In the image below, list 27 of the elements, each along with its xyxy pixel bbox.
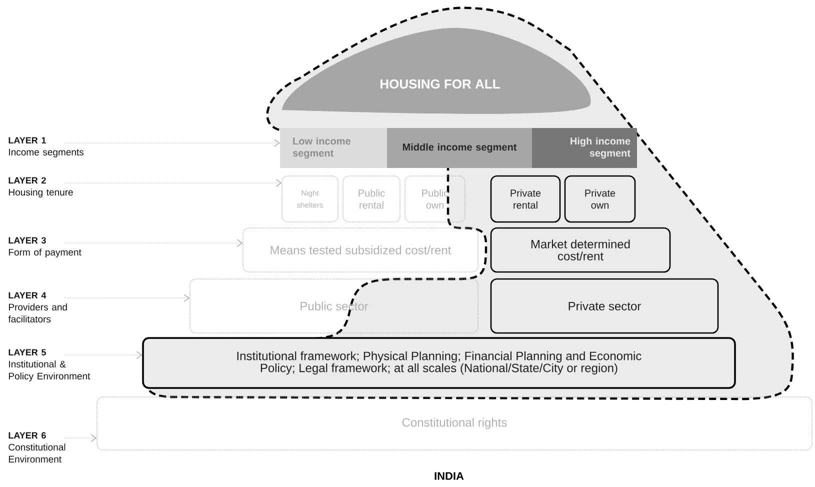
layer-label: LAYER 2 Housing tenure (8, 177, 73, 198)
dotted-box: Means tested subsidized cost/rent (242, 228, 478, 272)
arrow (64, 179, 282, 187)
layer-label: LAYER 6 Constitutional Environment (8, 432, 66, 463)
segment-band: Middle income segment (387, 128, 532, 168)
goal-shape: HOUSING FOR ALL (282, 28, 591, 114)
arrow (64, 294, 190, 302)
segment-band: Low income segment (280, 128, 387, 168)
arrow (64, 239, 243, 247)
layer-label: LAYER 5 Institutional & Policy Environment (8, 349, 90, 382)
dotted-box: Public sector (190, 278, 478, 334)
arrow (64, 139, 280, 147)
rounded-box: Private rental (490, 175, 561, 223)
rounded-box: Private sector (490, 278, 719, 334)
arrow (64, 434, 97, 442)
segment-band: High income segment (532, 128, 637, 168)
dotted-box: Public rental (342, 176, 400, 222)
layer-label: LAYER 1 Income segments (8, 137, 84, 158)
dotted-box: Public own (404, 176, 466, 222)
rounded-box: Market determined cost/rent (490, 227, 671, 273)
country-label: INDIA (434, 472, 464, 480)
dotted-box: Constitutional rights (96, 396, 812, 450)
layer-label: LAYER 3 Form of payment (8, 237, 82, 258)
arrow (64, 351, 142, 359)
layer-label: LAYER 4 Providers and facilitators (8, 292, 67, 322)
rounded-box: Institutional framework; Physical Planning; Financial Planning and Economic Policy; Legal framework; at all scales (National/State/City or region) (142, 337, 736, 389)
rounded-box: Private own (564, 175, 636, 223)
